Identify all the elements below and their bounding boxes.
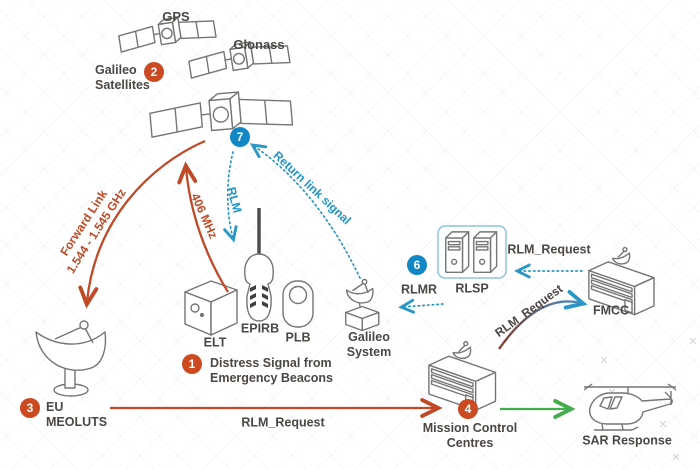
rlm-request-top-label: RLM_Request (507, 242, 591, 257)
fmcc-label: FMCC (592, 303, 630, 318)
glonass-label: Glonass (233, 37, 285, 53)
return-link-arrow (254, 146, 360, 278)
helicopter-icon (584, 384, 676, 430)
plb-label: PLB (285, 330, 311, 345)
galileo-satellites-line2: Satellites (95, 78, 150, 93)
galileo-system-line2: System (346, 345, 392, 359)
meoluts-line2: MEOLUTS (46, 415, 108, 430)
badge-3: 3 (20, 398, 40, 418)
sar-response-label: SAR Response (582, 433, 672, 448)
galileo-system-line1: Galileo (348, 329, 390, 344)
badge-1: 1 (182, 354, 202, 374)
406mhz-arrow (186, 168, 228, 292)
badge-4: 4 (458, 399, 478, 419)
rlsp-label: RLSP (455, 281, 489, 296)
rlsp-server-icon-2 (473, 231, 498, 273)
mcc-label: Mission Control Centres (423, 421, 517, 452)
galileo-system-icon (346, 280, 379, 331)
meoluts-line1: EU (46, 400, 64, 414)
rlmr-label: RLMR (400, 282, 438, 297)
distress-caption: Distress Signal from Emergency Beacons (210, 356, 333, 387)
rlmr-arrow (403, 304, 443, 307)
meoluts-label: EU MEOLUTS (46, 400, 107, 431)
epirb-icon (245, 208, 274, 321)
galileo-satellites-line1: Galileo (95, 63, 137, 77)
gps-label: GPS (162, 9, 190, 25)
badge-6: 6 (407, 255, 427, 275)
rlsp-server-icon (445, 231, 470, 273)
epirb-label: EPIRB (240, 321, 280, 336)
galileo-system-label: Galileo System (347, 330, 391, 361)
rlm-arrow (228, 152, 233, 238)
elt-label: ELT (203, 335, 227, 350)
mcc-line2: Centres (446, 436, 494, 450)
distress-caption-line2: Emergency Beacons (210, 371, 333, 386)
rlm-request-bottom-label: RLM_Request (241, 415, 325, 430)
mcc-fmcc-arrow (499, 301, 581, 349)
badge-7: 7 (230, 127, 250, 147)
galileo-satellite-icon (147, 86, 294, 139)
plb-icon (283, 281, 313, 327)
elt-icon (185, 281, 237, 335)
meoluts-dish-icon (36, 321, 105, 396)
galileo-satellites-label: Galileo Satellites (95, 63, 154, 94)
mcc-line1: Mission Control (422, 420, 518, 435)
badge-2: 2 (144, 62, 164, 82)
distress-caption-line1: Distress Signal from (210, 356, 332, 370)
